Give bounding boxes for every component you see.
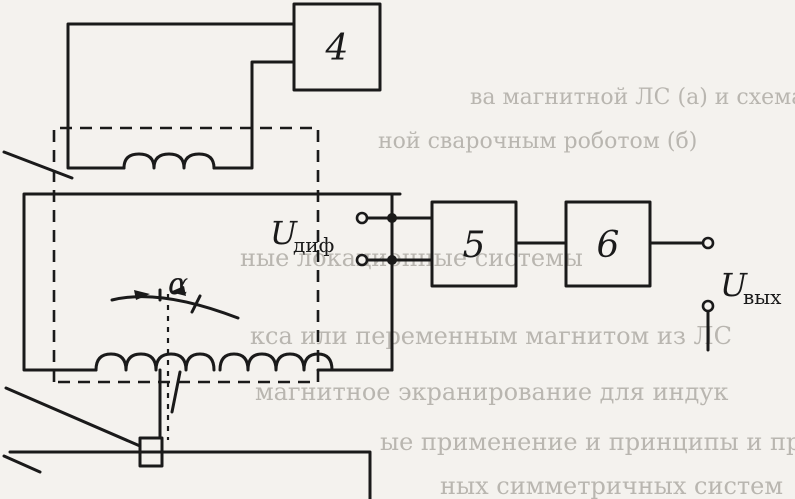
bg-line-6: ые применение и принципы и принятие bbox=[380, 428, 795, 456]
block-4-label: 4 bbox=[325, 28, 349, 69]
terminal-out-top bbox=[701, 236, 715, 250]
block-6-label: 6 bbox=[597, 225, 620, 266]
angle-right-mark bbox=[190, 294, 202, 314]
core-left-edge bbox=[22, 192, 402, 372]
angle-arrow-right bbox=[170, 286, 186, 296]
top-coil bbox=[122, 152, 216, 170]
terminal-dif-bottom bbox=[355, 253, 369, 267]
bg-line-3: ные локационные системы bbox=[240, 244, 583, 272]
junction-dif-top bbox=[387, 213, 397, 223]
shield-rect bbox=[52, 126, 320, 384]
block-5-label: 5 bbox=[463, 225, 486, 266]
u-dif-subscript: диф bbox=[293, 233, 334, 257]
leader-line-mid bbox=[4, 386, 142, 448]
angle-arrow-left bbox=[134, 290, 150, 300]
wire-right-to-block4 bbox=[212, 60, 296, 170]
bg-line-7: ных симметричных систем bbox=[440, 472, 783, 499]
tilted-axis bbox=[170, 370, 182, 414]
workpiece-bar bbox=[8, 450, 372, 499]
bottom-right-coil bbox=[218, 352, 334, 372]
bg-line-5: магнитное экранирование для индук bbox=[255, 378, 728, 406]
angle-alpha-label: α bbox=[168, 267, 188, 302]
sensor-element bbox=[138, 436, 164, 468]
bg-line-1: ва магнитной ЛС (а) и схема включения ин… bbox=[470, 85, 795, 110]
u-out-symbol: U bbox=[720, 266, 748, 304]
terminal-out-bottom bbox=[701, 299, 715, 313]
shield-outline bbox=[52, 126, 320, 384]
leader-line-bottom bbox=[2, 454, 42, 474]
bottom-left-coil bbox=[94, 352, 216, 372]
wire-left-to-block4 bbox=[66, 22, 296, 170]
bg-line-4: кса или переменным магнитом из ЛС bbox=[250, 322, 732, 350]
u-dif-symbol: U bbox=[270, 214, 298, 252]
bg-line-2: ной сварочным роботом (б) bbox=[378, 129, 697, 154]
u-out-subscript: вых bbox=[743, 285, 782, 309]
junction-dif-bottom bbox=[387, 255, 397, 265]
leader-line-top bbox=[2, 150, 74, 180]
background-text: ва магнитной ЛС (а) и схема включения ин… bbox=[240, 85, 795, 499]
terminal-dif-top bbox=[355, 211, 369, 225]
block-4 bbox=[292, 2, 382, 92]
